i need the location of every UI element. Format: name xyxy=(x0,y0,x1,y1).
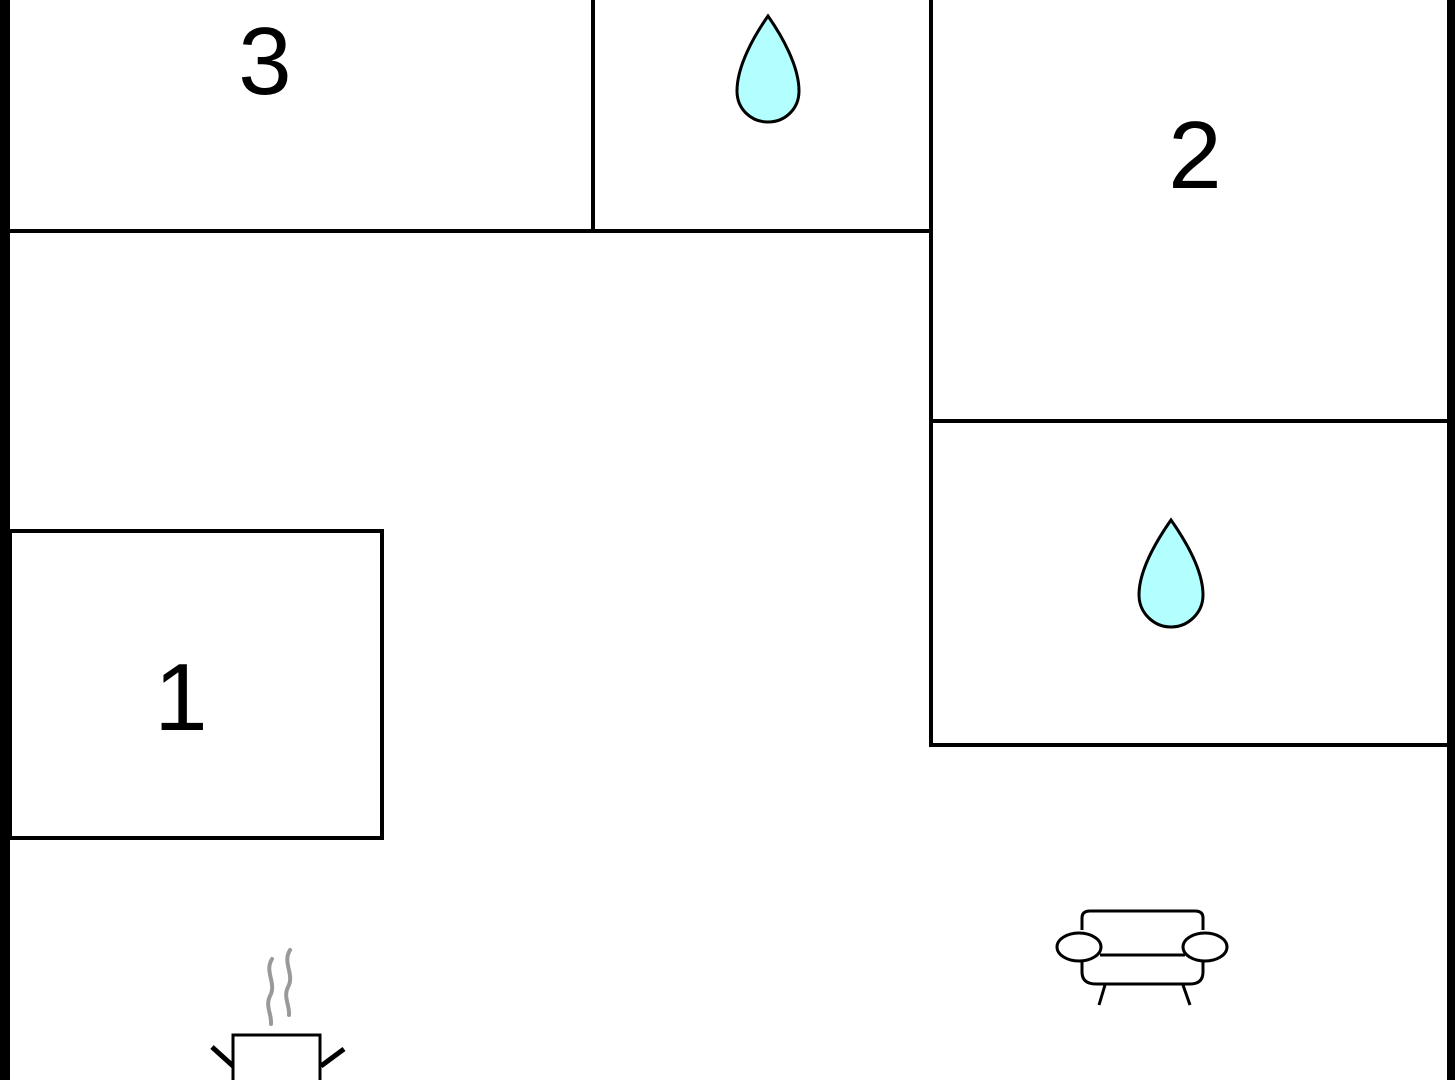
room-3-label: 3 xyxy=(238,8,291,115)
outer-wall-right xyxy=(1447,0,1455,1080)
outer-wall-left xyxy=(0,0,10,1080)
room-1-outline xyxy=(8,529,384,840)
water-drop-icon xyxy=(735,13,801,124)
sofa-icon xyxy=(1055,909,1229,1006)
room-2-label: 2 xyxy=(1168,102,1221,209)
room-1-label: 1 xyxy=(154,644,207,751)
water-drop-icon xyxy=(1137,517,1205,629)
steaming-pot-icon xyxy=(210,948,346,1080)
